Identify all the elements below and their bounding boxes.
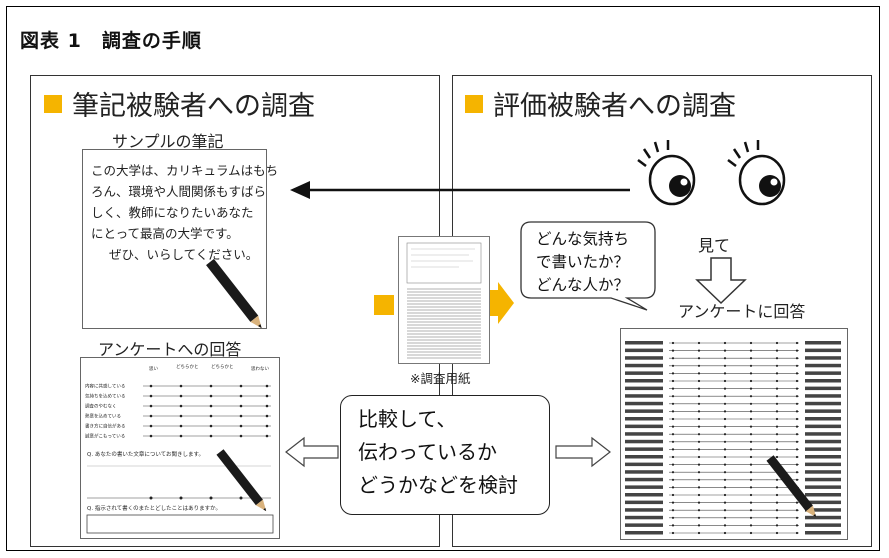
answer-label: アンケートに回答: [678, 302, 806, 321]
bubble-line: で書いたか？: [536, 253, 630, 271]
sample-line: ろん、環境や人間関係もすばら: [91, 184, 267, 199]
questionnaire-paper: [398, 236, 490, 364]
sample-line: ぜひ、いらしてください。: [109, 247, 259, 262]
outline-arrow-left: [285, 436, 339, 468]
bullet-square-icon: [465, 94, 483, 113]
down-outline-arrow: [695, 257, 747, 305]
yellow-arrow-right: [490, 282, 514, 324]
figure-title: 図表 1 調査の手順: [20, 30, 202, 52]
scale-label: どちらかと: [211, 363, 234, 370]
long-left-arrow: [290, 181, 630, 199]
pencil-icon: [216, 449, 267, 512]
see-label: 見て: [698, 236, 731, 255]
compare-box: [340, 395, 550, 515]
compare-line: どうかなどを検討: [358, 473, 518, 497]
sample-line: しく、教師になりたいあなた: [91, 205, 254, 220]
outline-arrow-right: [555, 436, 611, 468]
survey-row-label: 調査のやむなく: [85, 403, 117, 410]
survey-question: Q. 指示されて書くのまたとどしたことはありますか。: [87, 504, 221, 512]
survey-row-label: 内容に共感している: [85, 383, 125, 390]
writer-heading-text: 筆記被験者への調査: [72, 91, 315, 122]
scale-label: どちらかと: [176, 363, 199, 370]
questionnaire-paper-lines: [406, 242, 482, 359]
survey-row-label: 誠意がこもっている: [85, 433, 125, 440]
eyes-icon: [637, 140, 786, 206]
survey-question: Q. あなたの書いた文章についてお聞きします。: [87, 450, 204, 458]
survey-row-label: 熱意を込めている: [85, 413, 121, 420]
bubble-line: どんな気持ち: [536, 230, 630, 248]
sample-line: にとって最高の大学です。: [91, 226, 239, 241]
writer-survey-card: 思い どちらかと どちらかと 思わない 内容に共感している気持ちを込めている調査…: [80, 357, 280, 539]
scale-label: 思い: [149, 366, 158, 372]
compare-line: 比較して、: [358, 407, 457, 431]
survey-row-label: 気持ちを込めている: [85, 393, 126, 400]
paper-caption: ※調査用紙: [410, 371, 471, 386]
bubble-line: どんな人か？: [536, 276, 630, 294]
evaluator-heading-text: 評価被験者への調査: [493, 91, 736, 122]
evaluator-survey-card: [620, 328, 848, 540]
survey-row-label: 書き方に自信がある: [85, 423, 126, 430]
pencil-icon: [206, 258, 262, 329]
speech-bubble: [520, 221, 656, 311]
pencil-icon: [766, 455, 817, 518]
evaluator-survey-form: [625, 341, 841, 535]
writer-survey-label: アンケートへの回答: [98, 340, 242, 359]
writer-survey-form: 思い どちらかと どちらかと 思わない 内容に共感している気持ちを込めている調査…: [85, 363, 274, 534]
bubble-text: どんな気持ち で書いたか？ どんな人か？: [536, 228, 629, 297]
writer-heading: 筆記被験者への調査: [44, 84, 315, 123]
evaluator-heading: 評価被験者への調査: [465, 84, 736, 123]
yellow-arrow-left: [374, 295, 394, 315]
sample-line: この大学は、カリキュラムはもち: [91, 163, 279, 178]
compare-text: 比較して、 伝わっているか どうかなどを検討: [358, 403, 518, 502]
bullet-square-icon: [44, 94, 62, 113]
compare-line: 伝わっているか: [358, 440, 497, 464]
scale-label: 思わない: [251, 365, 269, 372]
sample-label: サンプルの筆記: [112, 132, 224, 151]
